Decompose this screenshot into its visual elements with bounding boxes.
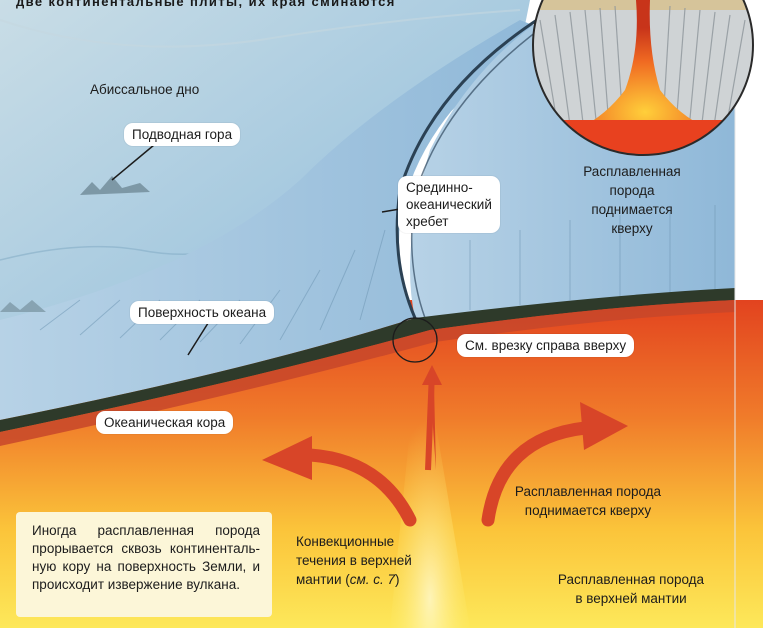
inset-label-line2: порода <box>572 181 692 200</box>
seamount-label: Подводная гора <box>124 123 240 146</box>
ocean-surface-label: Поверхность океана <box>130 301 274 324</box>
abyssal-floor-label: Абиссальное дно <box>90 81 199 99</box>
oceanic-crust-label: Океаническая кора <box>96 411 233 434</box>
see-inset-label: См. врезку справа вверху <box>457 334 634 357</box>
mantle-molten-rock-label: Расплавленная порода в верхней мантии <box>546 570 716 608</box>
convection-line3-end: ) <box>395 572 400 587</box>
convection-line3-main: мантии ( <box>296 572 350 587</box>
rising-label-line2: поднимается кверху <box>500 501 676 520</box>
volcano-note-box: Иногда расплавленная порода прорывается … <box>16 512 272 617</box>
inset-label-line1: Расплавленная <box>572 162 692 181</box>
convection-label-line3: мантии (см. с. 7) <box>296 570 412 589</box>
top-caption: две континентальные плиты, их края смина… <box>16 0 396 9</box>
mantle-label-line2: в верхней мантии <box>546 589 716 608</box>
rising-molten-rock-label: Расплавленная порода поднимается кверху <box>500 482 676 520</box>
inset-label-line4: кверху <box>572 219 692 238</box>
ridge-label-line1: Срединно- <box>406 179 492 196</box>
ridge-label-line2: океанический <box>406 196 492 213</box>
convection-label-line2: течения в верхней <box>296 551 412 570</box>
convection-label-line1: Конвекционные <box>296 532 412 551</box>
convection-currents-label: Конвекционные течения в верхней мантии (… <box>296 532 412 589</box>
ridge-label-line3: хребет <box>406 213 492 230</box>
mid-ocean-ridge-label: Срединно- океанический хребет <box>398 176 500 233</box>
inset-molten-rock-label: Расплавленная порода поднимается кверху <box>572 162 692 238</box>
rising-label-line1: Расплавленная порода <box>500 482 676 501</box>
mantle-label-line1: Расплавленная порода <box>546 570 716 589</box>
page-reference: см. с. 7 <box>350 572 395 587</box>
inset-label-line3: поднимается <box>572 200 692 219</box>
